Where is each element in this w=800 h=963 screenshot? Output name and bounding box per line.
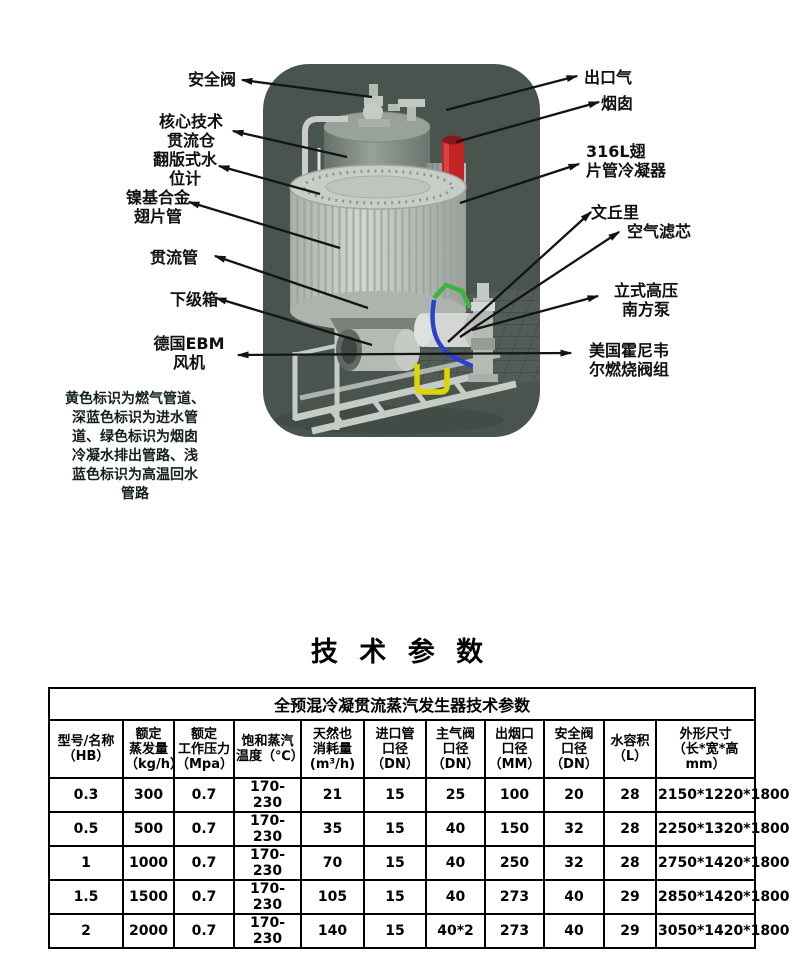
cell: 29 [603, 879, 657, 915]
cell: 0.7 [173, 879, 235, 915]
cell: 2 [48, 913, 124, 949]
cell: 35 [300, 811, 365, 847]
cell: 2850*1420*1800 [654, 879, 790, 915]
cell: 15 [363, 777, 427, 813]
label-lower-box: 下级箱 [169, 290, 218, 309]
cell: 2000 [122, 913, 175, 949]
label-core-chamber: 核心技术 贯流仓 [158, 112, 223, 150]
cell: 170-230 [233, 913, 302, 949]
cell: 2150*1220*1800 [654, 777, 790, 813]
color-legend-note: 黄色标识为燃气管道、 深蓝色标识为进水管 道、绿色标识为烟囱 冷凝水排出管路、浅… [65, 391, 205, 502]
cell: 40 [543, 913, 605, 949]
col-evaporation: 额定 蒸发量 （kg/h） [122, 719, 183, 779]
cell: 2250*1320*1800 [654, 811, 790, 847]
spec-table: 全预混冷凝贯流蒸汽发生器技术参数 型号/名称 （HB） 额定 蒸发量 （kg/h… [47, 687, 790, 949]
cell: 28 [603, 811, 657, 847]
label-safety-valve: 安全阀 [187, 70, 236, 89]
col-gas-consumption: 天然也 消耗量 (m³/h) [300, 719, 365, 779]
fan-housing [336, 329, 420, 371]
col-pressure: 额定 工作压力 （Mpa） [173, 719, 235, 779]
col-dimensions: 外形尺寸 （长*宽*高mm） [654, 719, 757, 779]
cell: 28 [603, 777, 657, 813]
col-steam-temp: 饱和蒸汽 温度（℃） [233, 719, 304, 779]
cell: 100 [484, 777, 545, 813]
cell: 15 [363, 811, 427, 847]
label-nickel-fin-tube: 镍基合金 翅片管 [125, 188, 190, 226]
finned-drum [289, 164, 467, 331]
cell: 0.7 [173, 777, 235, 813]
cell: 1000 [122, 845, 175, 881]
yellow-gas-pipe [414, 364, 450, 395]
diagram-area: 安全阀 核心技术 贯流仓 翻版式水 位计 镍基合金 翅片管 贯流管 下级箱 德国… [65, 64, 692, 502]
cell: 140 [300, 913, 365, 949]
col-main-valve-dn: 主气阀 口径 （DN） [425, 719, 486, 779]
cell: 500 [122, 811, 175, 847]
col-safety-valve-dn: 安全阀 口径 （DN） [543, 719, 605, 779]
section-title: 技 术 参 数 [310, 637, 490, 668]
cell: 20 [543, 777, 605, 813]
label-outlet-gas: 出口气 [584, 68, 633, 87]
label-ebm-fan: 德国EBM 风机 [153, 334, 225, 372]
cell: 28 [603, 845, 657, 881]
cell: 0.7 [173, 811, 235, 847]
cell: 0.5 [48, 811, 124, 847]
steam-outlet-part [398, 99, 425, 121]
cell: 170-230 [233, 879, 302, 915]
cell: 273 [484, 913, 545, 949]
cell: 15 [363, 845, 427, 881]
cell: 2750*1420*1800 [654, 845, 790, 881]
cell: 32 [543, 811, 605, 847]
table-title: 全预混冷凝贯流蒸汽发生器技术参数 [47, 687, 757, 721]
safety-valve-part [358, 84, 400, 127]
col-inlet-dn: 进口管 口径 （DN） [363, 719, 427, 779]
cell: 40 [425, 811, 486, 847]
cell: 170-230 [233, 777, 302, 813]
col-water-volume: 水容积 （L） [603, 719, 657, 779]
label-316l-condenser: 316L翅 片管冷凝器 [586, 142, 667, 180]
cell: 1 [48, 845, 124, 881]
cell: 105 [300, 879, 365, 915]
cell: 15 [363, 913, 427, 949]
cell: 40 [425, 879, 486, 915]
cell: 0.7 [173, 845, 235, 881]
cell: 21 [300, 777, 365, 813]
cell: 3050*1420*1800 [654, 913, 790, 949]
cell: 40*2 [425, 913, 486, 949]
cell: 32 [543, 845, 605, 881]
cell: 29 [603, 913, 657, 949]
col-model: 型号/名称 （HB） [48, 719, 124, 779]
label-water-level-gauge: 翻版式水 位计 [152, 150, 217, 188]
green-condensate-pipe [432, 282, 473, 309]
col-smoke-outlet: 出烟口 口径 （MM） [484, 719, 545, 779]
cell: 300 [122, 777, 175, 813]
label-honeywell-valve: 美国霍尼韦 尔燃烧阀组 [588, 341, 669, 379]
callout-lines [187, 74, 621, 359]
cell: 15 [363, 879, 427, 915]
equipment-render [187, 64, 621, 437]
cell: 40 [543, 879, 605, 915]
label-vertical-pump: 立式高压 南方泵 [613, 281, 678, 319]
label-venturi: 文丘里 [591, 203, 640, 222]
label-through-flow-tube: 贯流管 [149, 248, 198, 267]
cell: 25 [425, 777, 486, 813]
cell: 0.3 [48, 777, 124, 813]
cell: 250 [484, 845, 545, 881]
cell: 150 [484, 811, 545, 847]
table-header-row: 型号/名称 （HB） 额定 蒸发量 （kg/h） 额定 工作压力 （Mpa） 饱… [48, 719, 757, 779]
cell: 170-230 [233, 845, 302, 881]
cell: 170-230 [233, 811, 302, 847]
label-air-filter: 空气滤芯 [627, 222, 692, 241]
cell: 1.5 [48, 879, 124, 915]
cell: 70 [300, 845, 365, 881]
cell: 273 [484, 879, 545, 915]
cell: 1500 [122, 879, 175, 915]
cell: 40 [425, 845, 486, 881]
cell: 0.7 [173, 913, 235, 949]
label-chimney: 烟囱 [601, 94, 634, 113]
